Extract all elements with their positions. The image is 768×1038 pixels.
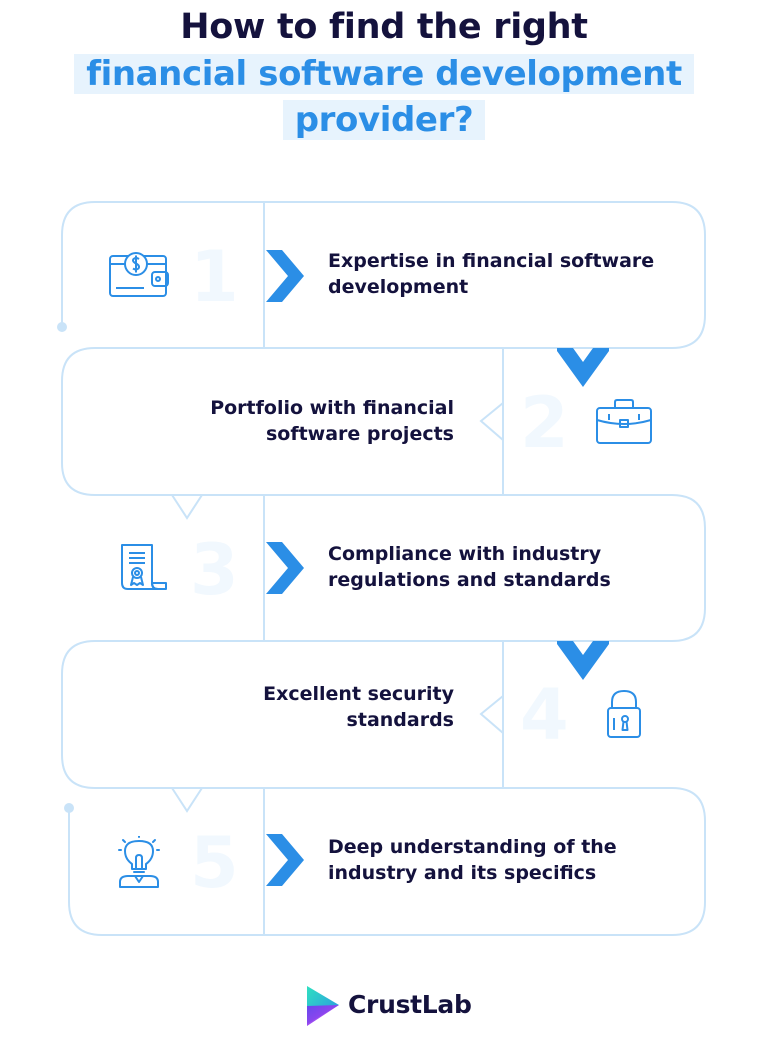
step-number-5: 5	[190, 822, 239, 904]
step-2-line-1: Portfolio with financial	[210, 397, 454, 419]
wallet-icon	[109, 252, 169, 297]
title-line-3-text: provider?	[282, 100, 486, 140]
step-3-line-2: regulations and standards	[328, 569, 611, 591]
chevron-down-icon	[557, 348, 609, 387]
step-number-2: 2	[520, 382, 569, 464]
step-3-line-1: Compliance with industry	[328, 543, 602, 565]
step-5-line-2: industry and its specifics	[328, 862, 597, 884]
step-1-line-2: development	[328, 276, 469, 298]
brand-name: CrustLab	[348, 990, 472, 1019]
step-number-3: 3	[190, 529, 239, 611]
crustlab-logo-icon	[307, 986, 339, 1026]
step-1-line-1: Expertise in financial software	[328, 250, 655, 272]
step-4-text: Excellent security standards	[154, 681, 454, 733]
title-line-1: How to find the right	[180, 7, 588, 47]
end-dot	[64, 803, 74, 813]
notch-5	[171, 787, 203, 813]
step-number-1: 1	[190, 236, 239, 318]
chevron-down-icon	[557, 641, 609, 680]
step-5-text: Deep understanding of the industry and i…	[328, 834, 688, 886]
step-1-text: Expertise in financial software developm…	[328, 248, 688, 300]
notch-2	[479, 402, 504, 441]
certificate-icon	[121, 544, 167, 590]
padlock-icon	[607, 690, 641, 738]
notch-3	[171, 494, 203, 520]
title-line-2: financial software development	[0, 52, 768, 96]
chevron-right-icon	[266, 834, 304, 886]
lightbulb-person-icon	[118, 836, 160, 888]
step-number-4: 4	[520, 674, 569, 756]
chevron-right-icon	[266, 542, 304, 594]
step-4-line-1: Excellent security	[263, 683, 454, 705]
chevron-right-icon	[266, 250, 304, 302]
start-dot	[57, 322, 67, 332]
step-2-text: Portfolio with financial software projec…	[154, 395, 454, 447]
notch-4	[479, 695, 504, 734]
row-1-outline	[61, 201, 706, 936]
step-5-line-1: Deep understanding of the	[328, 836, 617, 858]
title-line-3: provider?	[0, 98, 768, 142]
title-line-2-text: financial software development	[74, 54, 694, 94]
step-2-line-2: software projects	[265, 423, 454, 445]
briefcase-icon	[596, 399, 652, 444]
step-3-text: Compliance with industry regulations and…	[328, 541, 688, 593]
step-4-line-2: standards	[346, 709, 454, 731]
